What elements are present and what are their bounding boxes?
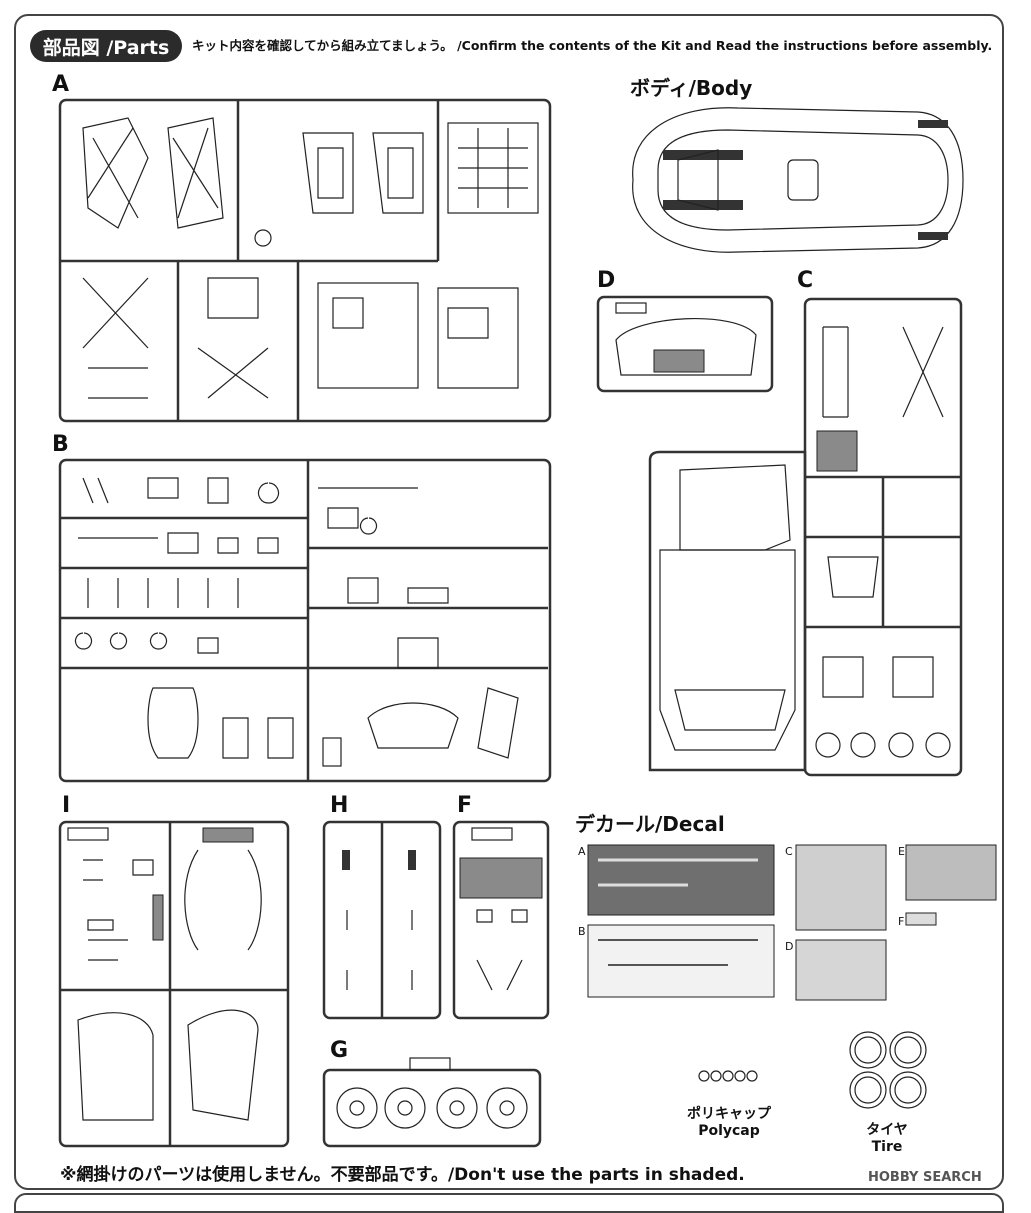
parts-title-pill: 部品図 /Parts: [30, 30, 182, 62]
tire-label: タイヤ Tire: [852, 1122, 922, 1156]
decal-sheet-e-label: E: [898, 845, 905, 858]
sprue-label-b: B: [52, 432, 69, 457]
next-section-frame: [14, 1193, 1004, 1213]
sprue-b-drawing: [58, 458, 552, 783]
decal-sheet-f-label: F: [898, 915, 905, 928]
sprue-c-drawing: [803, 297, 963, 777]
sprue-label-f: F: [457, 793, 473, 818]
sprue-d-drawing: [596, 295, 774, 393]
sprue-i-drawing: [58, 820, 290, 1148]
sprue-label-d: D: [597, 268, 616, 293]
decal-sheet-b-label: B: [578, 925, 586, 938]
parts-page-frame: [14, 14, 1004, 1190]
assembly-instruction: キット内容を確認してから組み立てましょう。 /Confirm the conte…: [192, 38, 993, 53]
polycap-drawing: [698, 1070, 758, 1082]
tire-drawing: [849, 1031, 927, 1109]
decal-sheet-d-label: D: [785, 940, 794, 953]
polycap-label: ポリキャップ Polycap: [683, 1106, 775, 1140]
body-caption: ボディ/Body: [630, 76, 753, 100]
decal-sheets-drawing: [587, 844, 997, 1001]
tire-label-en: Tire: [871, 1139, 903, 1155]
sprue-label-g: G: [330, 1038, 349, 1063]
sprue-a-drawing: [58, 98, 552, 423]
decal-sheet-a-label: A: [578, 845, 586, 858]
body-top-view: [632, 107, 964, 253]
sprue-f-drawing: [452, 820, 550, 1020]
sprue-label-a: A: [52, 72, 70, 97]
sprue-h-drawing: [322, 820, 442, 1020]
undertray-part: [648, 450, 807, 772]
sprue-label-c: C: [797, 268, 814, 293]
decal-caption: デカール/Decal: [575, 812, 725, 836]
watermark: HOBBY SEARCH: [868, 1170, 982, 1185]
polycap-label-jp: ポリキャップ: [687, 1106, 771, 1122]
sprue-label-h: H: [330, 793, 349, 818]
tire-label-jp: タイヤ: [866, 1122, 908, 1138]
sprue-g-drawing: [322, 1057, 542, 1148]
shaded-parts-note: ※網掛けのパーツは使用しません。不要部品です。/Don't use the pa…: [60, 1165, 745, 1185]
polycap-label-en: Polycap: [698, 1123, 760, 1139]
sprue-label-i: I: [62, 793, 71, 818]
decal-sheet-c-label: C: [785, 845, 793, 858]
